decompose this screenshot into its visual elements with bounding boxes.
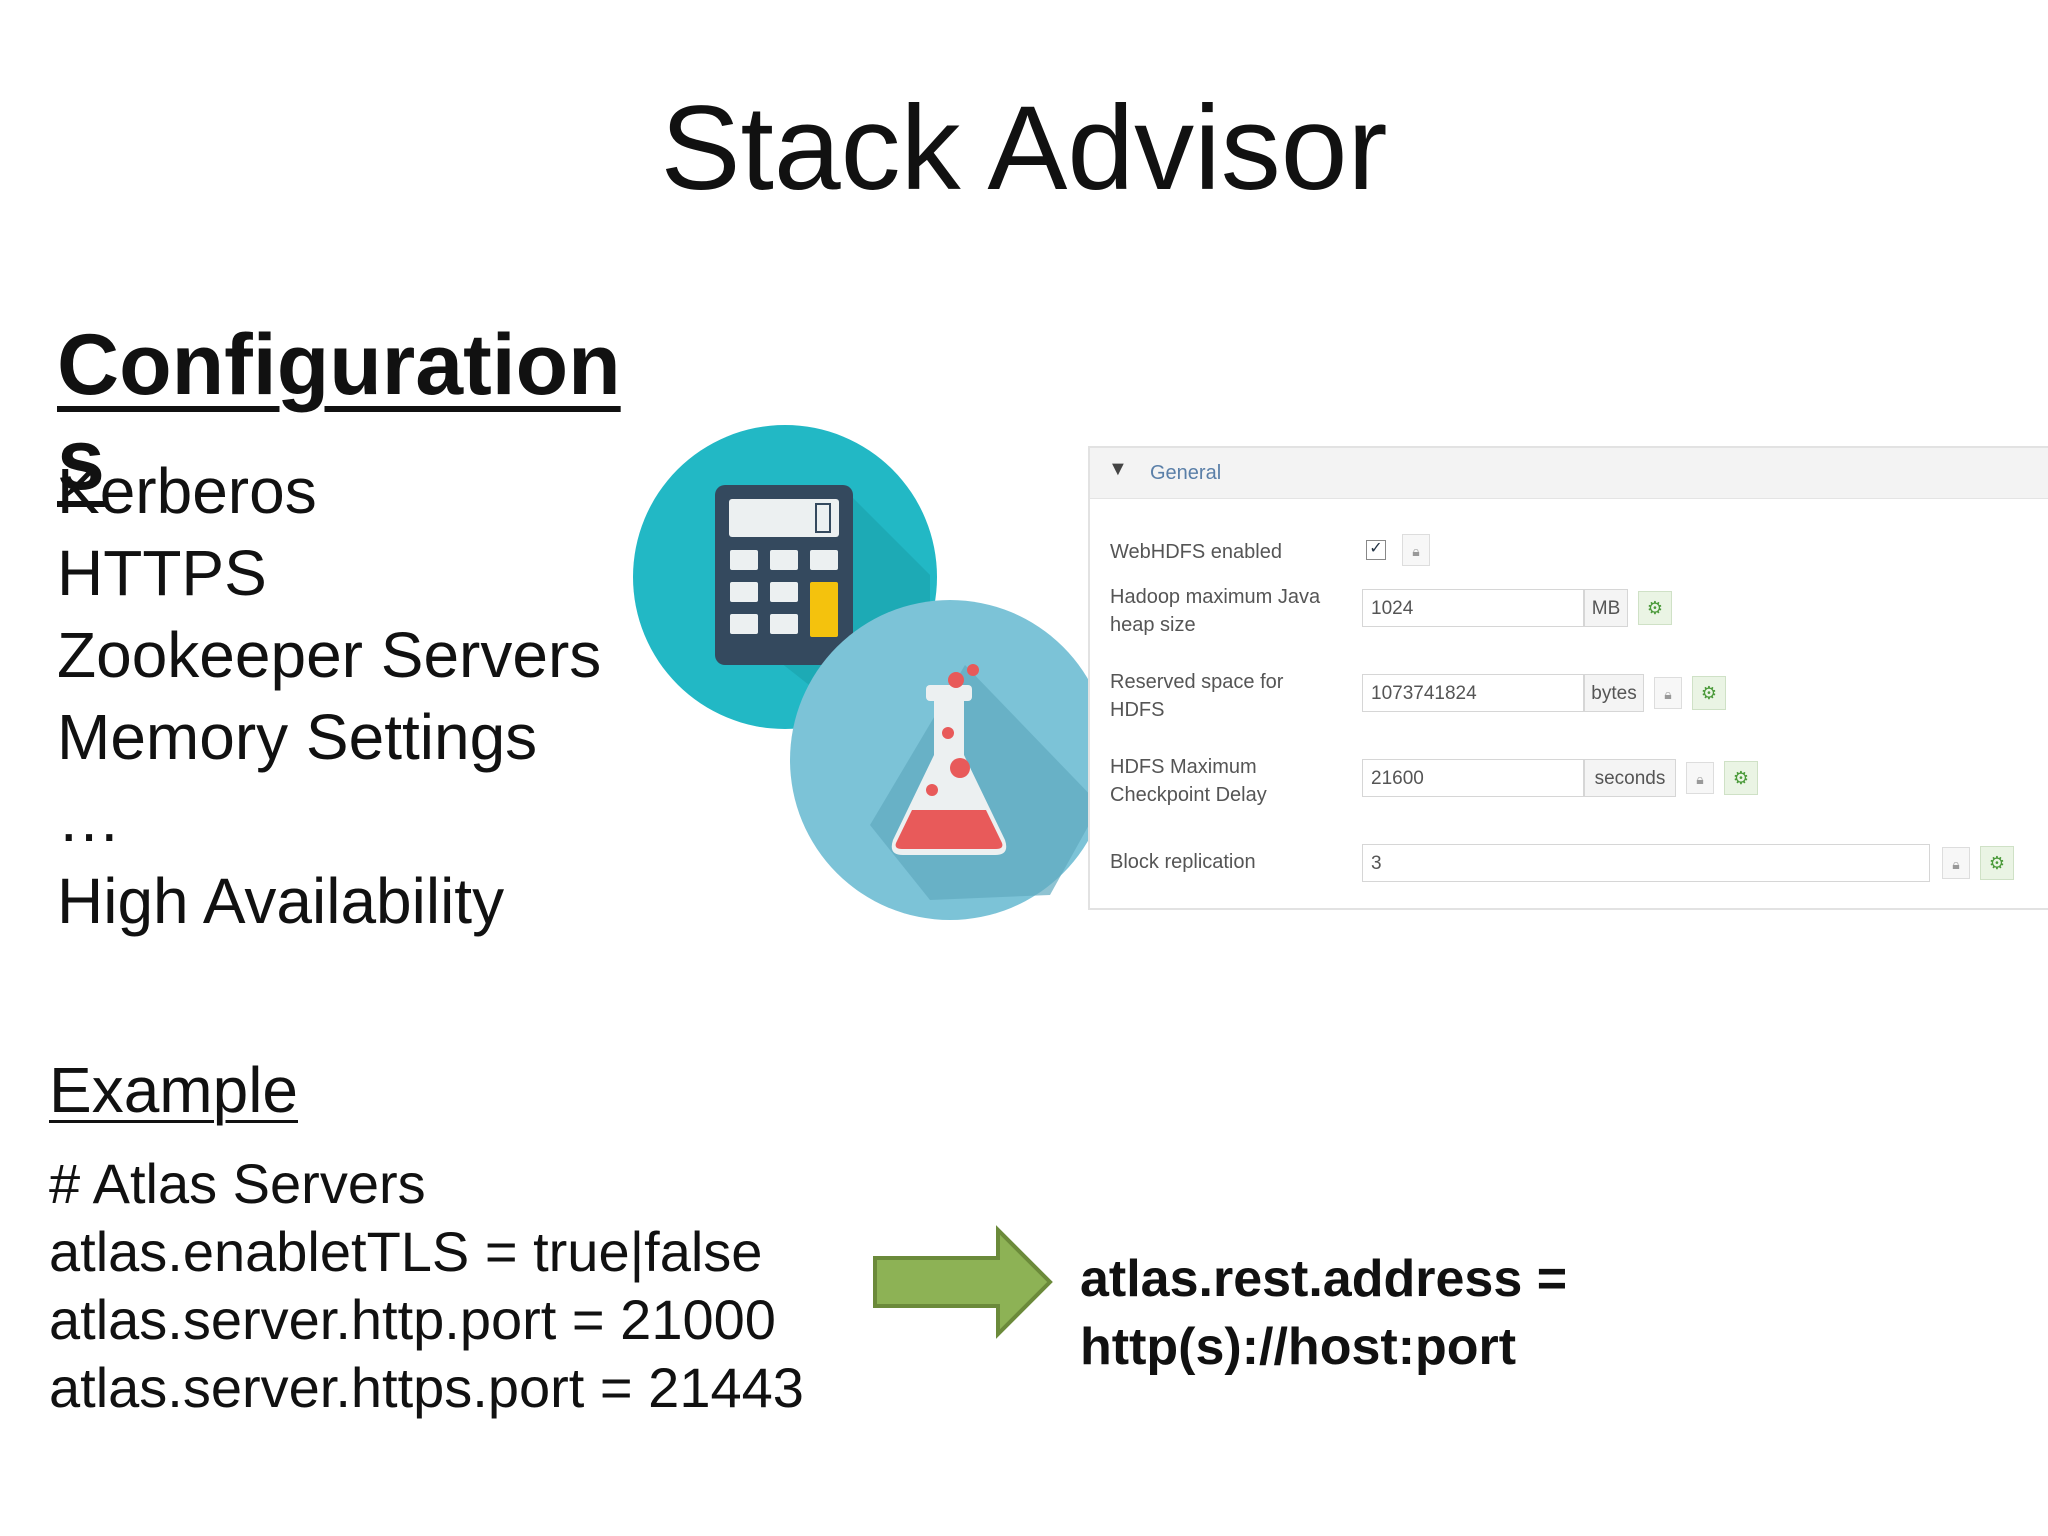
lock-icon[interactable]: 🔒︎: [1654, 677, 1682, 709]
example-line: atlas.server.http.port = 21000: [49, 1288, 776, 1351]
panel-header[interactable]: ▼ General: [1090, 448, 2048, 499]
lock-icon[interactable]: 🔒︎: [1942, 847, 1970, 879]
config-item-zookeeper: Zookeeper Servers: [57, 619, 602, 691]
lock-icon[interactable]: 🔒︎: [1686, 762, 1714, 794]
checkpoint-delay-unit: seconds: [1584, 759, 1676, 797]
heap-size-unit: MB: [1584, 589, 1628, 627]
checkpoint-delay-input[interactable]: 21600: [1362, 759, 1584, 797]
caret-down-icon[interactable]: ▼: [1108, 458, 1128, 480]
label-reserved-space: Reserved space for HDFS: [1110, 671, 1284, 721]
icon-group: [633, 425, 1110, 920]
label-block-replication: Block replication: [1110, 851, 1256, 873]
panel-section-title: General: [1150, 462, 1222, 484]
example-line: atlas.enabletTLS = true|false: [49, 1220, 763, 1283]
gear-icon[interactable]: ⚙: [1638, 591, 1672, 625]
result-line: atlas.rest.address =: [1080, 1250, 1568, 1308]
configuration-list: Kerberos HTTPS Zookeeper Servers Memory …: [57, 450, 601, 942]
example-lines: # Atlas Servers atlas.enabletTLS = true|…: [49, 1150, 804, 1422]
block-replication-input[interactable]: 3: [1362, 844, 1930, 882]
example-line: atlas.server.https.port = 21443: [49, 1356, 804, 1419]
config-item-kerberos: Kerberos: [57, 455, 317, 527]
gear-icon[interactable]: ⚙: [1980, 846, 2014, 880]
config-item-ellipsis: …: [57, 783, 121, 855]
config-item-https: HTTPS: [57, 537, 267, 609]
webhdfs-checkbox[interactable]: ✓: [1366, 540, 1386, 560]
slide-title: Stack Advisor: [660, 81, 1388, 215]
settings-panel: ▼ General WebHDFS enabled ✓ 🔒︎ Hadoop ma…: [1088, 446, 2048, 910]
label-checkpoint-delay: HDFS Maximum Checkpoint Delay: [1110, 756, 1267, 806]
flask-icon: [790, 600, 1110, 920]
result-line: http(s)://host:port: [1080, 1318, 1517, 1376]
reserved-space-unit: bytes: [1584, 674, 1644, 712]
reserved-space-input[interactable]: 1073741824: [1362, 674, 1584, 712]
gear-icon[interactable]: ⚙: [1724, 761, 1758, 795]
lock-icon[interactable]: 🔒︎: [1402, 534, 1430, 566]
configurations-heading-wrap: s: [57, 412, 105, 508]
heap-size-input[interactable]: 1024: [1362, 589, 1584, 627]
label-heap-size: Hadoop maximum Java heap size: [1110, 586, 1321, 636]
config-item-memory: Memory Settings: [57, 701, 538, 773]
configurations-heading: Configuration: [57, 317, 621, 413]
arrow-right-icon: [873, 1225, 1053, 1339]
result-text: atlas.rest.address = http(s)://host:port: [1080, 1245, 1567, 1381]
config-item-high-availability: High Availability: [57, 865, 505, 937]
example-line: # Atlas Servers: [49, 1152, 426, 1215]
example-heading: Example: [49, 1054, 298, 1126]
label-webhdfs: WebHDFS enabled: [1110, 541, 1282, 563]
gear-icon[interactable]: ⚙: [1692, 676, 1726, 710]
